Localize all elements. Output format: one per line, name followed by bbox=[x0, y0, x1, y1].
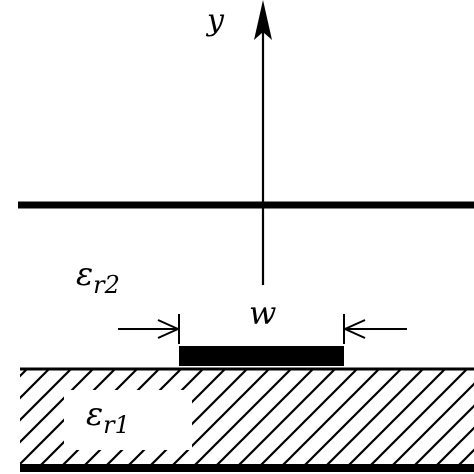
lower-permittivity-symbol: ε bbox=[86, 395, 103, 433]
y-axis-arrowhead bbox=[254, 0, 272, 40]
width-arrow-left-head bbox=[157, 319, 179, 339]
lower-permittivity-label: εr1 bbox=[86, 395, 130, 439]
lower-permittivity-subscript: r1 bbox=[103, 411, 130, 439]
width-label: w bbox=[249, 294, 276, 332]
width-arrow-right-head bbox=[344, 319, 366, 339]
upper-permittivity-symbol: ε bbox=[76, 255, 93, 293]
upper-permittivity-label: εr2 bbox=[76, 255, 120, 299]
substrate-label-background bbox=[64, 390, 192, 450]
y-axis-label: y bbox=[205, 3, 225, 38]
upper-permittivity-subscript: r2 bbox=[93, 271, 120, 299]
conducting-strip bbox=[179, 346, 344, 366]
